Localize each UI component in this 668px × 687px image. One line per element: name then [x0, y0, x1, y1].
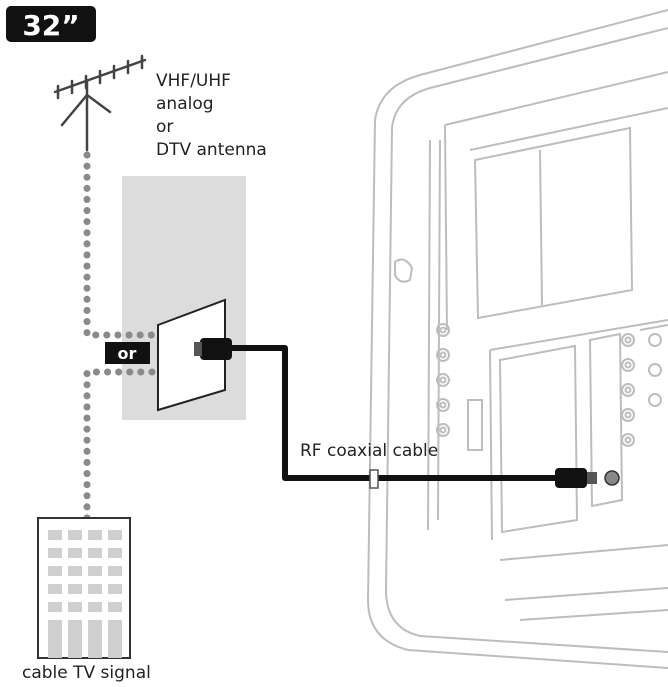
- or-badge-text: or: [118, 344, 137, 363]
- size-badge: 32”: [6, 6, 96, 42]
- cable-tv-label: cable TV signal: [22, 663, 151, 683]
- antenna-label-line4: DTV antenna: [156, 140, 267, 160]
- wall-outlet-plate: [157, 298, 226, 412]
- antenna-label-line2: analog: [156, 94, 214, 114]
- or-badge: or: [105, 342, 150, 364]
- rf-cable-label: RF coaxial cable: [300, 441, 438, 461]
- antenna-label-line1: VHF/UHF: [156, 71, 231, 91]
- antenna-label-line3: or: [156, 117, 173, 137]
- size-badge-text: 32”: [22, 9, 79, 42]
- antenna-icon: [53, 54, 147, 152]
- antenna-label: VHF/UHF analog or DTV antenna: [156, 71, 267, 160]
- tv-rear-panel: [366, 9, 668, 669]
- signal-dotted-paths: [83, 151, 162, 522]
- rf-coaxial-cable: [194, 338, 620, 489]
- cable-tv-building-icon: [37, 517, 131, 659]
